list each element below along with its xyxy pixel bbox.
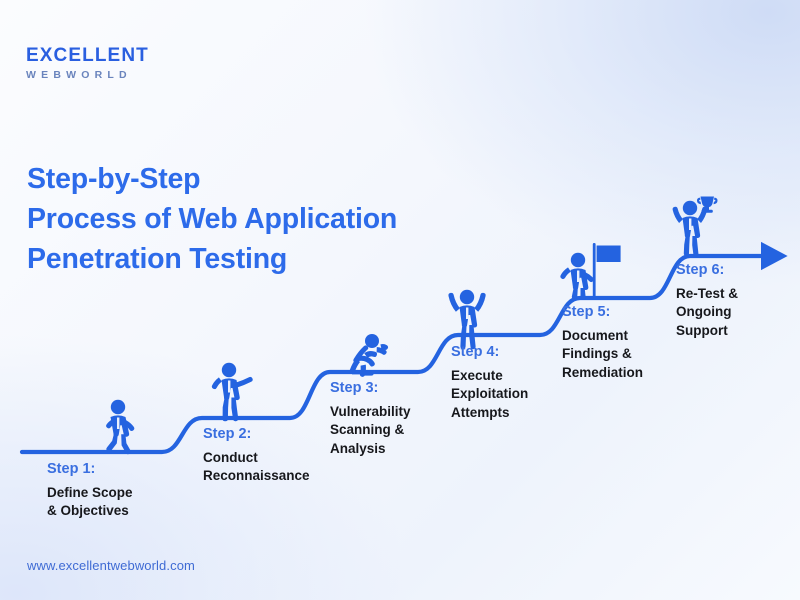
step-desc-line: & Objectives: [47, 503, 129, 518]
step-desc-line: Remediation: [562, 364, 644, 380]
step-label-1: Step 1: Define Scope & Objectives: [47, 462, 133, 521]
step-number-4: Step 4:: [451, 344, 500, 360]
person-with-trophy-icon: [672, 196, 718, 257]
step-label-3: Step 3: Vulnerability Scanning & Analysi…: [330, 381, 411, 458]
step-number-5: Step 5:: [562, 304, 611, 320]
step-number-6: Step 6:: [676, 262, 725, 278]
step-description-6: Re-Test & Ongoing Support: [676, 285, 738, 341]
step-description-1: Define Scope & Objectives: [47, 484, 133, 521]
step-number-1: Step 1:: [47, 461, 96, 477]
step-desc-line: Ongoing: [676, 304, 732, 319]
step-desc-line: Re-Test &: [676, 285, 739, 301]
step-desc-line: Reconnaissance: [203, 468, 310, 483]
brand-logo: EXCELLENT WEBWORLD: [26, 46, 149, 81]
step-desc-line: Scanning &: [330, 422, 405, 437]
title-line-2: Process of Web Application: [27, 203, 398, 236]
pointing-person-icon: [211, 362, 253, 422]
step-desc-line: Findings &: [562, 346, 632, 361]
walking-person-icon: [106, 399, 135, 455]
step-desc-line: Define Scope: [47, 484, 133, 500]
step-desc-line: Exploitation: [451, 386, 529, 401]
step-number-3: Step 3:: [330, 380, 379, 396]
step-label-2: Step 2: Conduct Reconnaissance: [203, 427, 310, 486]
step-desc-line: Document: [562, 327, 629, 343]
person-with-flag-icon: [560, 243, 621, 300]
step-desc-line: Analysis: [330, 440, 386, 456]
page-title: Step-by-Step Process of Web Application …: [27, 159, 397, 279]
step-description-3: Vulnerability Scanning & Analysis: [330, 403, 411, 459]
title-line-1: Step-by-Step: [27, 163, 201, 196]
step-desc-line: Execute: [451, 367, 503, 383]
footer-website-url[interactable]: www.excellentwebworld.com: [27, 558, 195, 573]
celebrating-person-icon: [448, 289, 486, 350]
step-number-2: Step 2:: [203, 426, 252, 442]
step-desc-line: Support: [676, 322, 728, 338]
step-label-4: Step 4: Execute Exploitation Attempts: [451, 345, 528, 422]
running-person-icon: [349, 334, 389, 377]
step-label-5: Step 5: Document Findings & Remediation: [562, 305, 643, 382]
step-desc-line: Attempts: [451, 404, 510, 420]
logo-secondary-text: WEBWORLD: [26, 69, 132, 81]
step-description-2: Conduct Reconnaissance: [203, 449, 310, 486]
step-desc-line: Vulnerability: [330, 403, 411, 419]
step-description-5: Document Findings & Remediation: [562, 327, 643, 383]
logo-primary-text: EXCELLENT: [26, 45, 149, 66]
title-line-3: Penetration Testing: [27, 243, 288, 276]
step-description-4: Execute Exploitation Attempts: [451, 367, 528, 423]
step-label-6: Step 6: Re-Test & Ongoing Support: [676, 263, 738, 340]
step-desc-line: Conduct: [203, 449, 258, 465]
